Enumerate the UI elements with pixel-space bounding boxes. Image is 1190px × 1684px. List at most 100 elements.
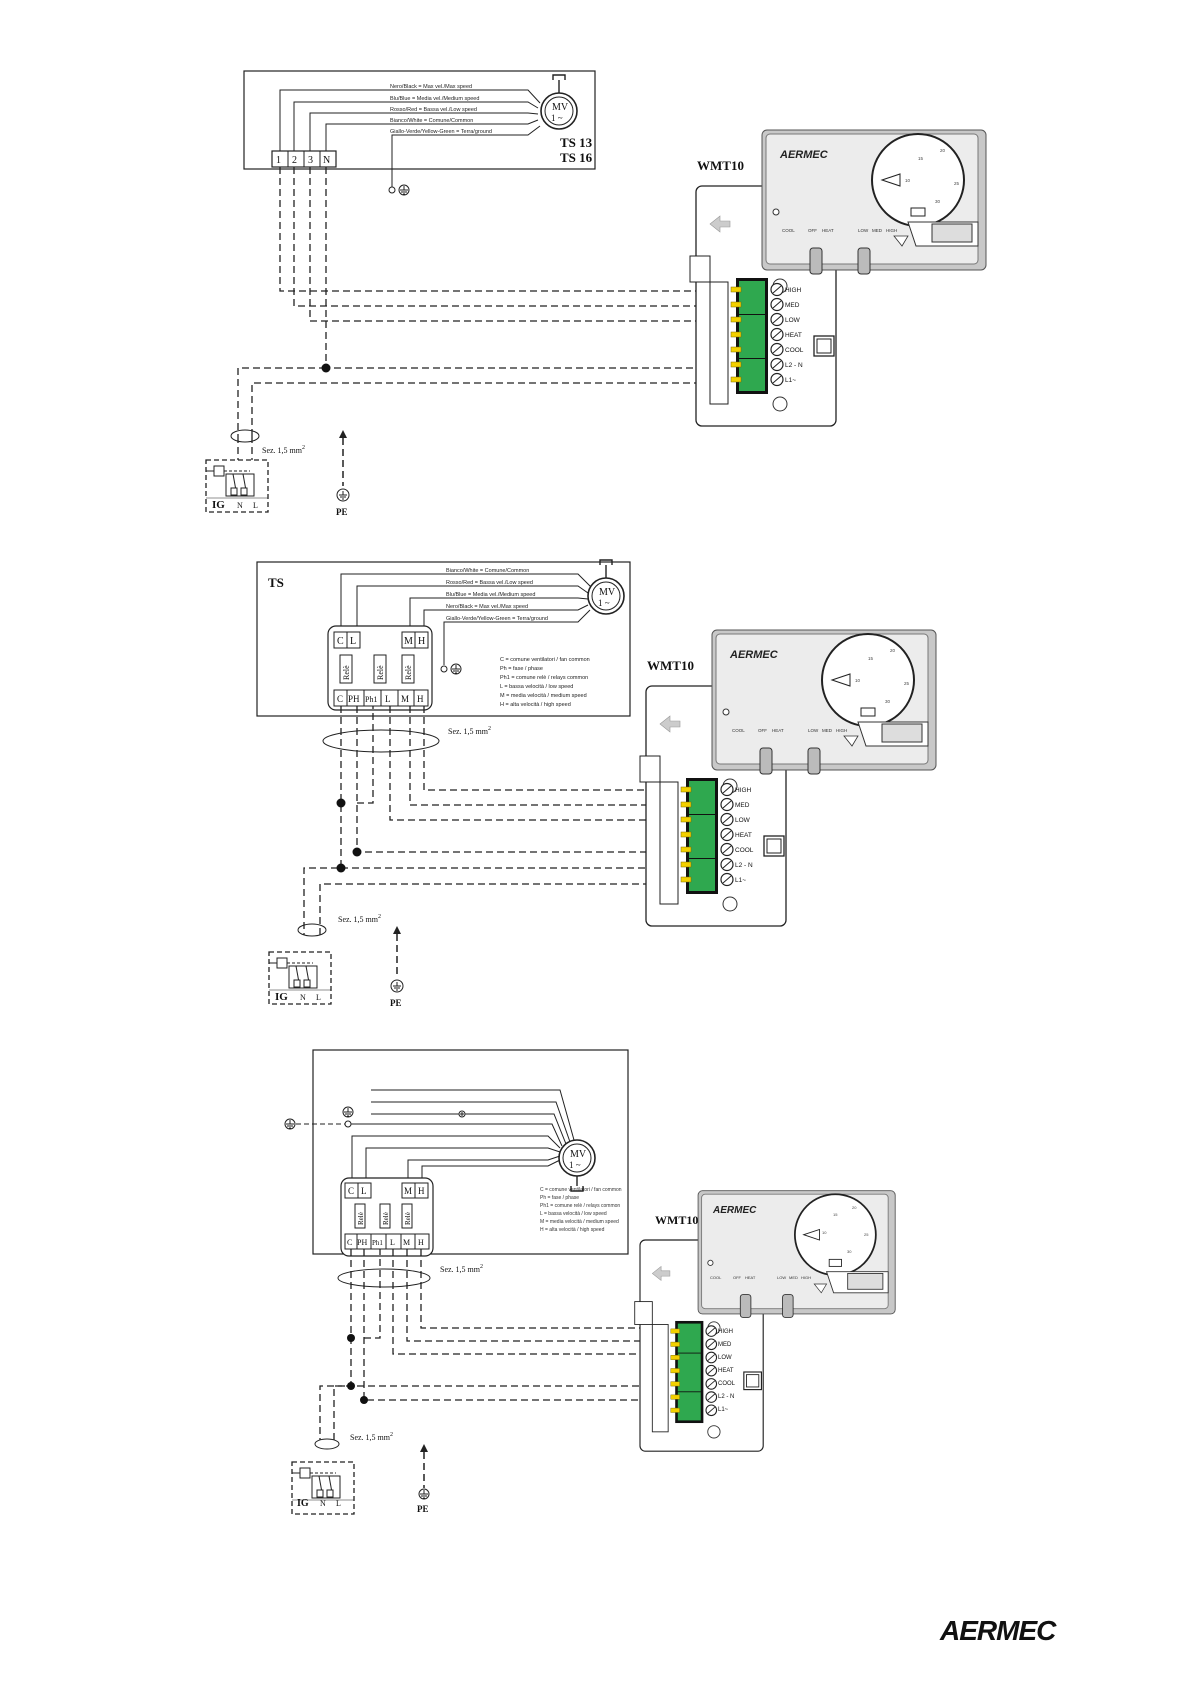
term-l2n: L2 - N <box>785 362 803 369</box>
dial-25: 25 <box>864 1232 869 1237</box>
term-cool: COOL <box>785 347 804 354</box>
diagram-1: MV 1 ~ Nero/Black = Max vel./Max speed B… <box>205 70 987 517</box>
relay-legend-5: M = media velocità / medium speed <box>540 1219 619 1225</box>
dial-15: 15 <box>918 156 924 161</box>
wire-legend-3: Rosso/Red = Bassa vel./Low speed <box>390 107 477 113</box>
dial-15: 15 <box>833 1212 838 1217</box>
wire-legend-1: Nero/Black = Max vel./Max speed <box>390 84 472 90</box>
dashed-connections <box>319 1249 650 1440</box>
term-med: MED <box>785 302 800 309</box>
wire-lines <box>279 89 541 190</box>
wire-lines <box>340 573 593 665</box>
cable-section: Sez. 1,5 mm2 <box>262 445 305 455</box>
top-term-l: L <box>361 1186 367 1196</box>
wmt10-device <box>689 129 987 427</box>
relay-legend: C = comune ventilatori / fan common Ph =… <box>540 1187 622 1233</box>
term-cool: COOL <box>718 1381 736 1387</box>
l-label: L <box>253 501 258 510</box>
term-l2n: L2 - N <box>718 1394 734 1400</box>
bottom-term-ph1: Ph1 <box>365 695 377 704</box>
term-high: HIGH <box>735 787 752 794</box>
n-label: N <box>237 501 243 510</box>
relay-2: Relè <box>376 665 385 680</box>
dial-30: 30 <box>885 699 891 704</box>
switch-low: LOW <box>858 228 869 233</box>
bottom-term-c: C <box>337 694 343 704</box>
wire-legend-5: Giallo-Verde/Yellow-Green = Terra/ground <box>446 616 548 622</box>
switch-low: LOW <box>777 1275 786 1280</box>
term-med: MED <box>718 1342 732 1348</box>
terminal-strip: 1 2 3 N <box>271 150 337 168</box>
relay-3: Relè <box>404 665 413 680</box>
wmt10-title: WMT10 <box>697 158 744 173</box>
bottom-term-m: M <box>401 694 409 704</box>
pe-arrow: PE <box>336 430 350 517</box>
motor-label-1: MV <box>552 102 569 113</box>
cable-ring-2 <box>314 1438 340 1450</box>
bottom-term-ph: PH <box>348 694 360 704</box>
switch-med: MED <box>872 228 883 233</box>
pe-arrow: PE <box>390 926 404 1008</box>
term-cool: COOL <box>735 847 754 854</box>
top-term-l: L <box>350 636 356 647</box>
model-line-2: TS 16 <box>560 150 593 165</box>
switch-high: HIGH <box>801 1275 811 1280</box>
dial-20: 20 <box>940 148 946 153</box>
dial-15: 15 <box>868 656 874 661</box>
switch-heat: HEAT <box>745 1275 756 1280</box>
dashed-connections <box>237 167 714 470</box>
bottom-term-m: M <box>403 1238 410 1247</box>
wire-legend-5: Giallo-Verde/Yellow-Green = Terra/ground <box>390 129 492 135</box>
wire-legend-4: Bianco/White = Comune/Common <box>390 118 473 124</box>
term-l2n: L2 - N <box>735 862 753 869</box>
relay-legend-1: C = comune ventilatori / fan common <box>500 657 590 663</box>
footer-logo: AERMEC <box>939 1615 1057 1646</box>
top-term-m: M <box>404 636 413 647</box>
top-term-c: C <box>348 1186 354 1196</box>
dial-10: 10 <box>855 678 861 683</box>
term-l1: L1~ <box>735 877 746 884</box>
ig-label: IG <box>297 1498 309 1509</box>
switch-high: HIGH <box>886 228 897 233</box>
cable-ring <box>230 429 260 443</box>
ig-label: IG <box>275 991 288 1003</box>
relay-2: Relè <box>382 1212 390 1225</box>
terminal-1: 1 <box>276 155 281 166</box>
top-term-c: C <box>337 636 344 647</box>
term-high: HIGH <box>785 287 802 294</box>
switch-low: LOW <box>808 728 819 733</box>
pe-label: PE <box>390 998 402 1008</box>
switch-high: HIGH <box>836 728 847 733</box>
dial-25: 25 <box>954 181 960 186</box>
relay-legend-1: C = comune ventilatori / fan common <box>540 1187 622 1193</box>
wmt10-device <box>633 1189 897 1453</box>
dial-25: 25 <box>904 681 910 686</box>
cable-section: Sez. 1,5 mm2 <box>448 726 491 736</box>
bottom-term-h: H <box>418 1238 424 1247</box>
relay-1: Relè <box>357 1212 365 1225</box>
bottom-term-h: H <box>417 694 424 704</box>
relay-legend-3: Ph1 = comune relè / relays common <box>540 1203 620 1209</box>
term-heat: HEAT <box>718 1368 734 1374</box>
cable-section-2: Sez. 1,5 mm2 <box>350 1432 393 1442</box>
cable-ring-2 <box>297 923 327 937</box>
wire-legend: Nero/Black = Max vel./Max speed Blu/Blue… <box>390 84 492 135</box>
l-label: L <box>336 1499 341 1508</box>
switch-heat: HEAT <box>822 228 834 233</box>
pe-label: PE <box>417 1504 429 1514</box>
relay-legend-3: Ph1 = comune relè / relays common <box>500 675 588 681</box>
dial-10: 10 <box>905 178 911 183</box>
term-low: LOW <box>785 317 801 324</box>
cable-section-2: Sez. 1,5 mm2 <box>338 914 381 924</box>
top-term-h: H <box>418 1186 425 1196</box>
term-l1: L1~ <box>718 1407 729 1413</box>
wire-legend-1: Bianco/White = Comune/Common <box>446 568 529 574</box>
dashed-connections <box>303 706 680 935</box>
switch-cool: COOL <box>732 728 745 733</box>
ground-icon-left <box>284 1106 466 1130</box>
relay-legend: C = comune ventilatori / fan common Ph =… <box>500 657 590 708</box>
cable-ring <box>337 1268 431 1288</box>
terminal-n: N <box>323 155 330 166</box>
bottom-term-ph: PH <box>357 1238 367 1247</box>
